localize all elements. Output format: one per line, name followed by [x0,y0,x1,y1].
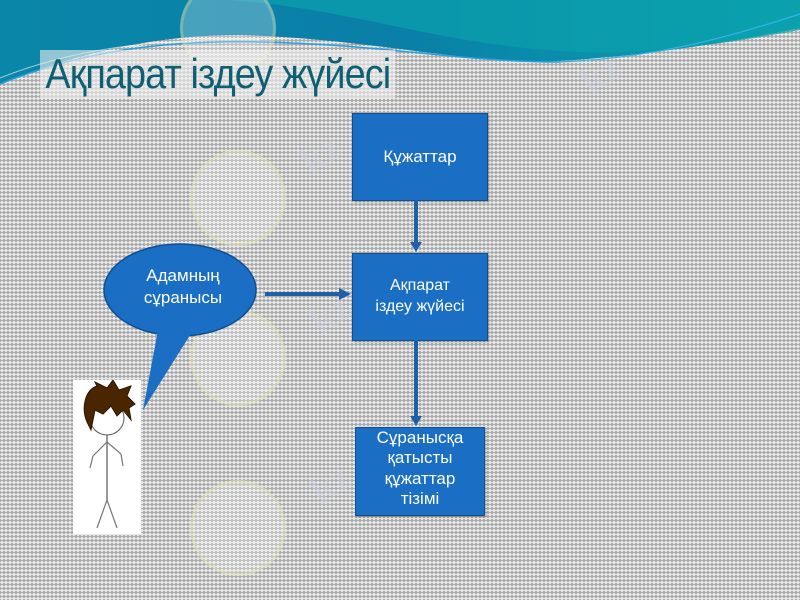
arrow-down-icon [410,340,422,426]
documents-box: Құжаттар [352,113,488,201]
stick-figure-icon [83,379,136,529]
speech-bubble [103,243,257,410]
slide-title: Ақпарат іздеу жүйесі [40,50,396,98]
watermark-logo [190,480,286,576]
ir-system-label: Ақпарат іздеу жүйесі [375,277,465,315]
watermark-text: kz [300,453,360,514]
documents-label: Құжаттар [383,147,457,166]
arrow-down-icon [410,200,422,252]
arrow-right-icon [265,288,351,300]
header-wave-decoration [0,0,800,85]
ir-system-box: Ақпарат іздеу жүйесі [352,253,488,341]
watermark-logo [190,150,286,246]
result-list-label: Сұранысқа қатысты құжаттар тізімі [376,428,464,509]
result-list-box: Сұранысқа қатысты құжаттар тізімі [355,427,485,516]
user-query-label: Адамның сұранысы [143,266,223,308]
person-figure-panel [73,379,141,534]
watermark-text: kz [290,123,350,184]
